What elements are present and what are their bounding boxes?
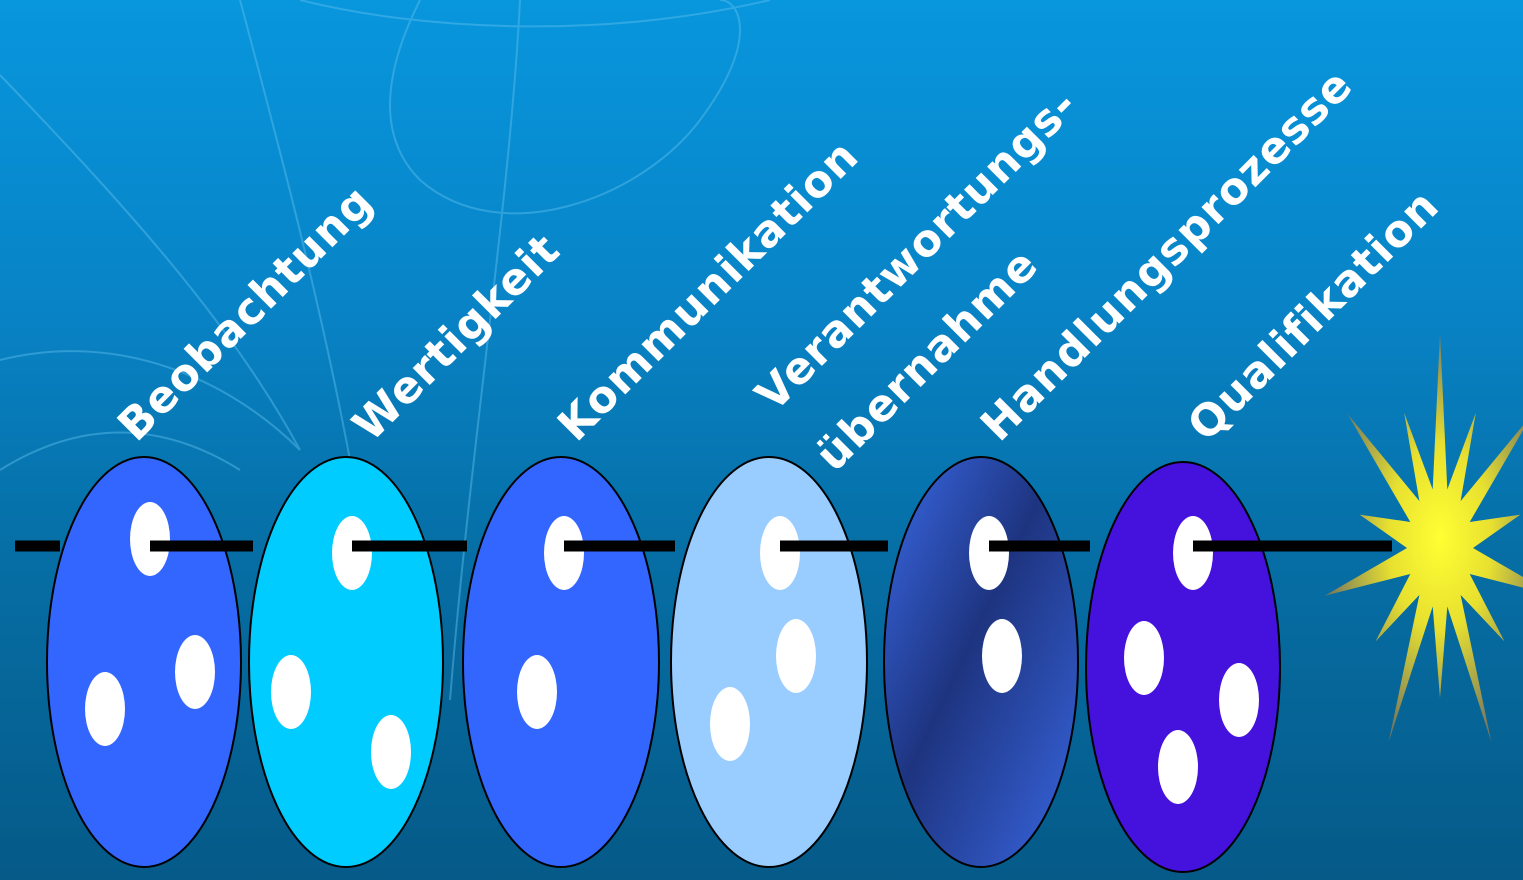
bead-2	[248, 456, 467, 868]
bead-body	[462, 456, 660, 868]
bead-body	[883, 456, 1079, 868]
bead-hole	[544, 516, 584, 590]
bead-hole	[1173, 516, 1213, 590]
bead-hole	[371, 715, 411, 789]
bead-body	[670, 456, 868, 868]
bead-hole	[175, 635, 215, 709]
bead-hole	[332, 516, 372, 590]
starburst-icon	[1324, 333, 1523, 742]
bead-hole	[969, 516, 1009, 590]
bead-hole	[1219, 663, 1259, 737]
bead-body	[1085, 461, 1281, 873]
bead-5	[883, 456, 1090, 868]
bead-hole	[760, 516, 800, 590]
bead-hole	[982, 619, 1022, 693]
bead-hole	[1158, 730, 1198, 804]
bead-hole	[130, 502, 170, 576]
bead-4	[670, 456, 888, 868]
bead-hole	[710, 687, 750, 761]
background-curves	[0, 0, 771, 701]
bead-3	[462, 456, 675, 868]
bead-1	[46, 456, 253, 868]
bead-hole	[271, 655, 311, 729]
bead-body	[46, 456, 242, 868]
bead-hole	[776, 619, 816, 693]
bead-hole	[1124, 621, 1164, 695]
bead-6	[1085, 461, 1392, 873]
bead-hole	[85, 672, 125, 746]
bead-hole	[517, 655, 557, 729]
